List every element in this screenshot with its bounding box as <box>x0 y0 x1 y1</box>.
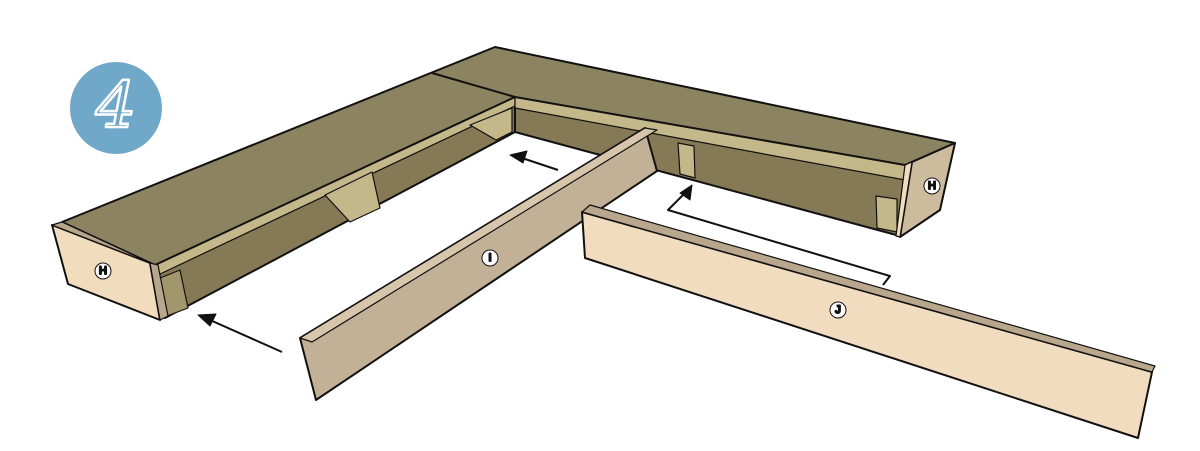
part-label-circle <box>829 301 847 319</box>
step-badge: 4 <box>70 62 162 154</box>
step-badge-circle <box>70 62 162 154</box>
arrow-line <box>209 319 283 353</box>
board-j-top-edge <box>581 204 1156 373</box>
board-i-top-edge <box>299 127 658 343</box>
left-end-label: H <box>99 265 107 277</box>
part-label-circle <box>94 262 112 280</box>
spacer-block <box>875 195 898 233</box>
spacer-block <box>469 107 513 141</box>
step-number: 4 <box>95 69 137 143</box>
arrow-head-icon <box>509 150 528 164</box>
direction-arrows <box>197 150 891 353</box>
arrow-head-icon <box>197 313 217 327</box>
part-label-circle <box>923 177 941 195</box>
spacer-block <box>677 142 696 179</box>
arrow-line <box>521 157 559 171</box>
left-end-side-edge <box>149 262 169 321</box>
top-joint-line <box>431 72 516 98</box>
arrow-head-icon <box>679 184 693 201</box>
board-j-label: J <box>835 304 841 316</box>
part-label-circle <box>481 249 499 267</box>
board-i: I <box>299 127 658 401</box>
board-j-face <box>581 211 1153 439</box>
spacer-block <box>324 171 381 223</box>
board-i-label: I <box>488 252 491 264</box>
l-frame-assembly: H H <box>51 46 956 321</box>
right-end-label: H <box>928 180 936 192</box>
board-j: J <box>581 204 1156 439</box>
arrow-line <box>667 191 891 286</box>
right-end-edge <box>895 161 913 238</box>
